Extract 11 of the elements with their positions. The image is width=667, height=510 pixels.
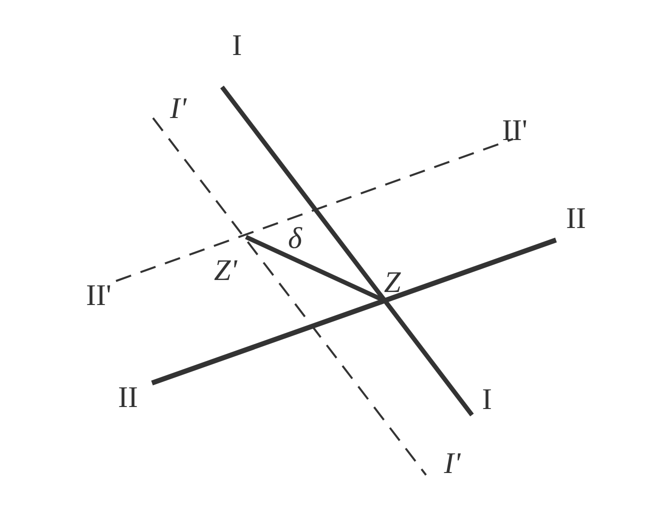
line-label: Z	[384, 267, 401, 299]
line-label: II	[566, 203, 586, 235]
line-label: I'	[170, 93, 186, 125]
line-label: II	[118, 382, 138, 414]
line-label: Z'	[214, 255, 238, 287]
line-label: II'	[86, 280, 112, 312]
line-label: δ	[288, 223, 302, 255]
line-label: II'	[502, 115, 528, 147]
line-label: I	[232, 30, 242, 62]
line-label: I	[482, 384, 492, 416]
line-label: I'	[444, 448, 460, 480]
